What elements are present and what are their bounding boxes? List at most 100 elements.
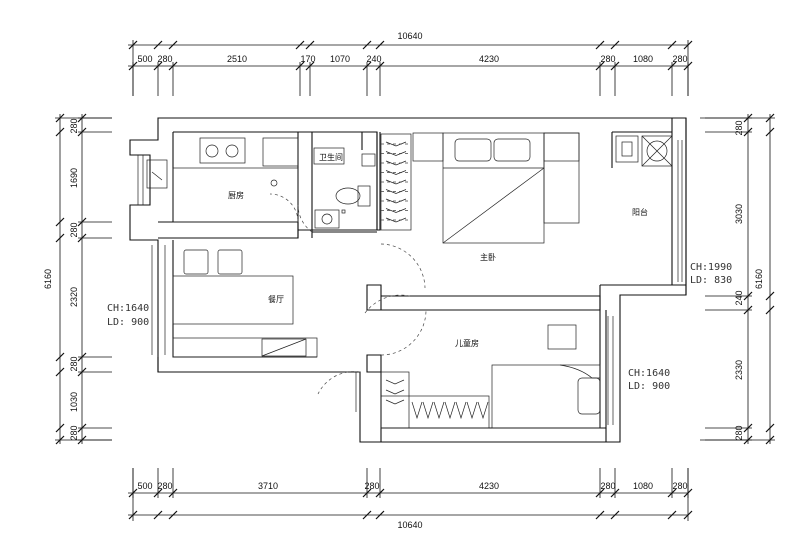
hanger-icon [411, 401, 423, 420]
hanger-icon [385, 141, 407, 147]
dimension-tick [667, 510, 677, 520]
dimension-tick [55, 352, 65, 362]
right-dim-2: 3030 [734, 204, 744, 224]
top-dim-5: 1070 [330, 54, 350, 64]
dimension-tick [375, 40, 385, 50]
hanger-icon [385, 379, 405, 385]
fridge [262, 137, 299, 167]
hanger-icon [385, 179, 407, 185]
tap-icon [270, 179, 278, 187]
windows [137, 140, 683, 425]
stove-cooktop [199, 137, 246, 164]
chair-2-icon [217, 249, 243, 275]
dimension-tick [128, 510, 138, 520]
dimension-tick [55, 435, 65, 445]
dimension-tick [765, 127, 775, 137]
hanger-icon [385, 399, 405, 405]
hanger-icon [433, 401, 445, 420]
left-dim-5: 280 [69, 356, 79, 371]
washbasin [314, 209, 340, 229]
dimension-tick [55, 127, 65, 137]
dimension-tick [765, 291, 775, 301]
bottom-dimensions: 500 280 3710 280 4230 280 1080 280 10640 [128, 468, 693, 530]
top-dim-9: 1080 [633, 54, 653, 64]
dimension-tick [295, 40, 305, 50]
top-total-dimension: 10640 [397, 31, 422, 41]
bottom-dim-5: 4230 [479, 481, 499, 491]
hanger-icon [385, 160, 407, 166]
hanger-icon [385, 170, 407, 175]
right-dim-1: 280 [734, 120, 744, 135]
bottom-total-dimension: 10640 [397, 520, 422, 530]
room-label-dining: 餐厅 [268, 295, 284, 304]
room-label-master-bedroom: 主卧 [480, 252, 496, 262]
dimension-tick [153, 40, 163, 50]
top-dim-3: 2510 [227, 54, 247, 64]
left-dim-3: 280 [69, 222, 79, 237]
dimension-tick [168, 40, 178, 50]
right-dim-4: 2330 [734, 360, 744, 380]
hanger-icon [385, 208, 407, 213]
kids-window-ld: LD: 900 [628, 381, 670, 392]
master-bedroom: 主卧 [380, 132, 580, 289]
pillow-icon [577, 377, 601, 415]
pillow-right-icon [493, 138, 531, 162]
nightstand-left [412, 132, 444, 162]
room-label-bathroom: 卫生间 [319, 152, 343, 162]
dimension-tick [55, 233, 65, 243]
balcony-window-ld: LD: 830 [690, 275, 732, 286]
bed-side-cabinet [543, 132, 580, 224]
right-total-dimension: 6160 [754, 269, 764, 289]
left-total-dimension: 6160 [43, 269, 53, 289]
walls [129, 117, 687, 443]
top-dim-1: 500 [137, 54, 152, 64]
single-bed [491, 364, 601, 429]
left-dim-4: 2320 [69, 287, 79, 307]
dimension-tick [610, 510, 620, 520]
bottom-dim-1: 500 [137, 481, 152, 491]
left-dim-7: 280 [69, 425, 79, 440]
window-notes: CH:1640 LD: 900 CH:1990 LD: 830 CH:1640 … [107, 262, 732, 392]
hanger-icon [385, 198, 407, 204]
dimension-tick [667, 40, 677, 50]
dimension-tick [765, 113, 775, 123]
burner-left-icon [205, 144, 219, 158]
hanger-icon [385, 217, 407, 223]
dining-room: 餐厅 [172, 249, 411, 412]
left-dim-1: 280 [69, 118, 79, 133]
top-dim-7: 4230 [479, 54, 499, 64]
right-dim-5: 280 [734, 425, 744, 440]
dimension-tick [305, 40, 315, 50]
sink [146, 159, 168, 189]
balcony: 阳台 [615, 135, 673, 217]
balcony-window-ch: CH:1990 [690, 262, 732, 273]
dimension-tick [765, 423, 775, 433]
bottom-dim-3: 3710 [258, 481, 278, 491]
washing-machine-icon [641, 135, 673, 167]
left-dim-2: 1690 [69, 168, 79, 188]
dimension-tick [683, 510, 693, 520]
room-label-kitchen: 厨房 [228, 190, 244, 200]
right-dim-3: 240 [734, 290, 744, 305]
double-bed [442, 132, 545, 244]
right-dimensions: 280 3030 240 2330 280 6160 [700, 113, 775, 445]
dining-window-ch: CH:1640 [107, 303, 149, 314]
room-label-box [313, 147, 345, 165]
master-wardrobe [380, 133, 412, 231]
kids-window-ch: CH:1640 [628, 368, 670, 379]
dimension-tick [595, 510, 605, 520]
hanger-icon [477, 401, 489, 420]
top-dim-8: 280 [600, 54, 615, 64]
dimension-tick [765, 305, 775, 315]
hanger-icon [466, 401, 478, 420]
dimension-tick [55, 217, 65, 227]
burner-right-icon [225, 144, 239, 158]
hanger-icon [385, 189, 407, 194]
dimension-tick [683, 40, 693, 50]
balcony-sink [615, 135, 639, 163]
top-dim-10: 280 [672, 54, 687, 64]
hanger-icon [385, 389, 405, 395]
dimension-tick [610, 40, 620, 50]
toilet [335, 187, 361, 205]
